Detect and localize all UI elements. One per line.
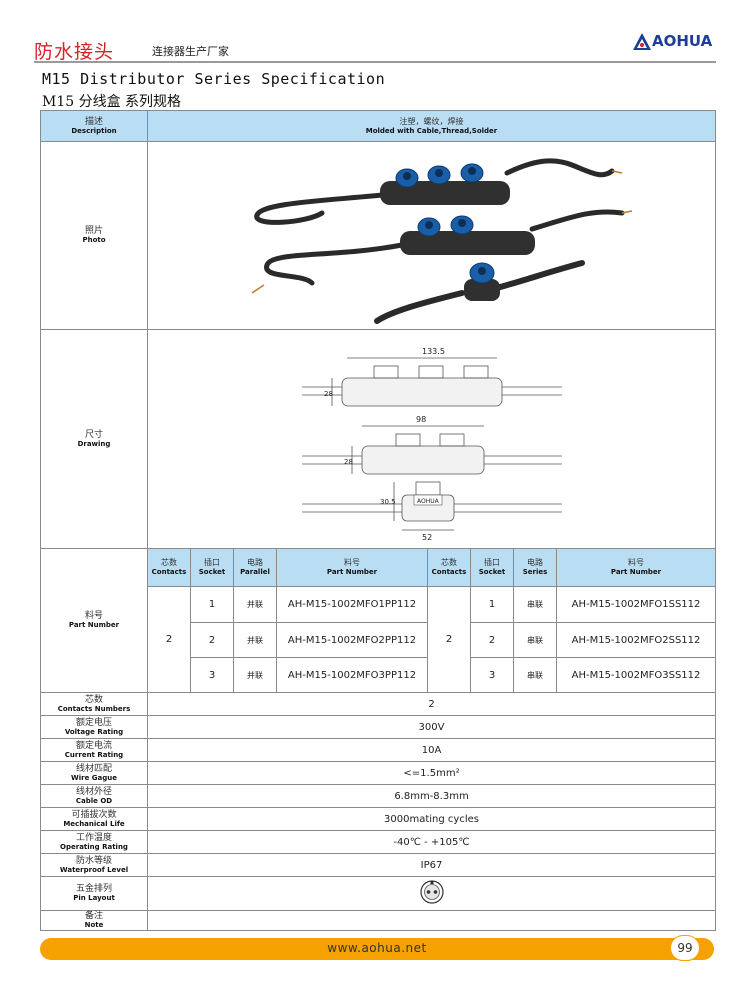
- spec-table: 描述 Description 注塑，螺纹，焊接 Molded with Cabl…: [40, 110, 717, 931]
- part-number-parallel: AH-M15-1002MFO1PP112: [276, 586, 428, 623]
- distributor-photo-image: [251, 158, 632, 324]
- logo-mark-icon: [633, 33, 651, 50]
- contacts-left-value: 2: [147, 586, 191, 693]
- part-number-series: AH-M15-1002MFO3SS112: [555, 657, 717, 693]
- spec-value: 6.8mm-8.3mm: [146, 784, 717, 808]
- photo-label: 照片 Photo: [40, 141, 148, 330]
- dimension-drawing: 133.5 98 52 28 28 30.5 AOHUA: [146, 329, 717, 549]
- description-label: 描述 Description: [40, 110, 148, 142]
- dimension-drawing-image: 133.5 98 52 28 28 30.5 AOHUA: [301, 347, 562, 542]
- footer-bar: www.aohua.net: [40, 938, 714, 960]
- socket-value: 1: [190, 586, 234, 623]
- dim-length-1: 52: [422, 533, 432, 542]
- socket-value: 3: [190, 657, 234, 693]
- socket-value: 1: [470, 586, 514, 623]
- footer-url[interactable]: www.aohua.net: [327, 941, 427, 955]
- dim-height-2: 28: [344, 458, 353, 466]
- drawing-stamp: AOHUA: [417, 498, 440, 505]
- description-row: 描述 Description 注塑，螺纹，焊接 Molded with Cabl…: [40, 110, 717, 142]
- header-divider: [34, 61, 716, 63]
- dim-height-3: 28: [324, 390, 333, 398]
- note-value: [146, 910, 717, 931]
- socket-value: 2: [190, 622, 234, 658]
- spec-value: <=1.5mm²: [146, 761, 717, 785]
- contacts-right-value: 2: [427, 586, 471, 693]
- socket-value: 3: [470, 657, 514, 693]
- drawing-label: 尺寸 Drawing: [40, 329, 148, 549]
- dim-length-2: 98: [416, 415, 426, 424]
- part-number-parallel: AH-M15-1002MFO2PP112: [276, 622, 428, 658]
- spec-value: 10A: [146, 738, 717, 762]
- photo-row: 照片 Photo: [40, 141, 717, 330]
- series-value: 串联: [513, 657, 557, 693]
- part-number-parallel: AH-M15-1002MFO3PP112: [276, 657, 428, 693]
- page-header: 防水接头 连接器生产厂家 AOHUA: [0, 0, 750, 64]
- logo-text: AOHUA: [652, 32, 713, 50]
- page-title-en: M15 Distributor Series Specification: [42, 70, 386, 88]
- description-value: 注塑，螺纹，焊接 Molded with Cable,Thread,Solder: [146, 110, 717, 142]
- drawing-row: 尺寸 Drawing: [40, 329, 717, 549]
- series-value: 串联: [513, 622, 557, 658]
- brand-subtitle: 连接器生产厂家: [152, 45, 229, 58]
- dim-height-1: 30.5: [380, 498, 396, 506]
- part-number-series: AH-M15-1002MFO2SS112: [555, 622, 717, 658]
- aohua-logo: AOHUA: [632, 30, 712, 54]
- part-number-series: AH-M15-1002MFO1SS112: [555, 586, 717, 623]
- part-row: 2 1 并联 AH-M15-1002MFO1PP112 2 1 串联 AH-M1…: [41, 586, 717, 693]
- dim-length-3: 133.5: [422, 347, 445, 356]
- parallel-value: 并联: [233, 622, 277, 658]
- pin-layout-cell: [146, 876, 717, 911]
- brand-title: 防水接头: [34, 41, 115, 63]
- parallel-value: 并联: [233, 586, 277, 623]
- spec-value: -40℃ - +105℃: [146, 830, 717, 854]
- page-title-cn: M15 分线盒 系列规格: [42, 94, 182, 110]
- part-number-label: 料号 Part Number: [40, 548, 148, 693]
- spec-value: IP67: [146, 853, 717, 877]
- series-value: 串联: [513, 586, 557, 623]
- parallel-value: 并联: [233, 657, 277, 693]
- socket-value: 2: [470, 622, 514, 658]
- spec-value: 2: [146, 692, 717, 716]
- pin-layout-icon: [419, 880, 444, 904]
- spec-value: 300V: [146, 715, 717, 739]
- product-photo: [146, 141, 717, 330]
- part-row: 2 并联 AH-M15-1002MFO2PP112 2 串联 AH-M15-10…: [41, 622, 717, 658]
- spec-value: 3000mating cycles: [146, 807, 717, 831]
- page-number: 99: [670, 935, 700, 961]
